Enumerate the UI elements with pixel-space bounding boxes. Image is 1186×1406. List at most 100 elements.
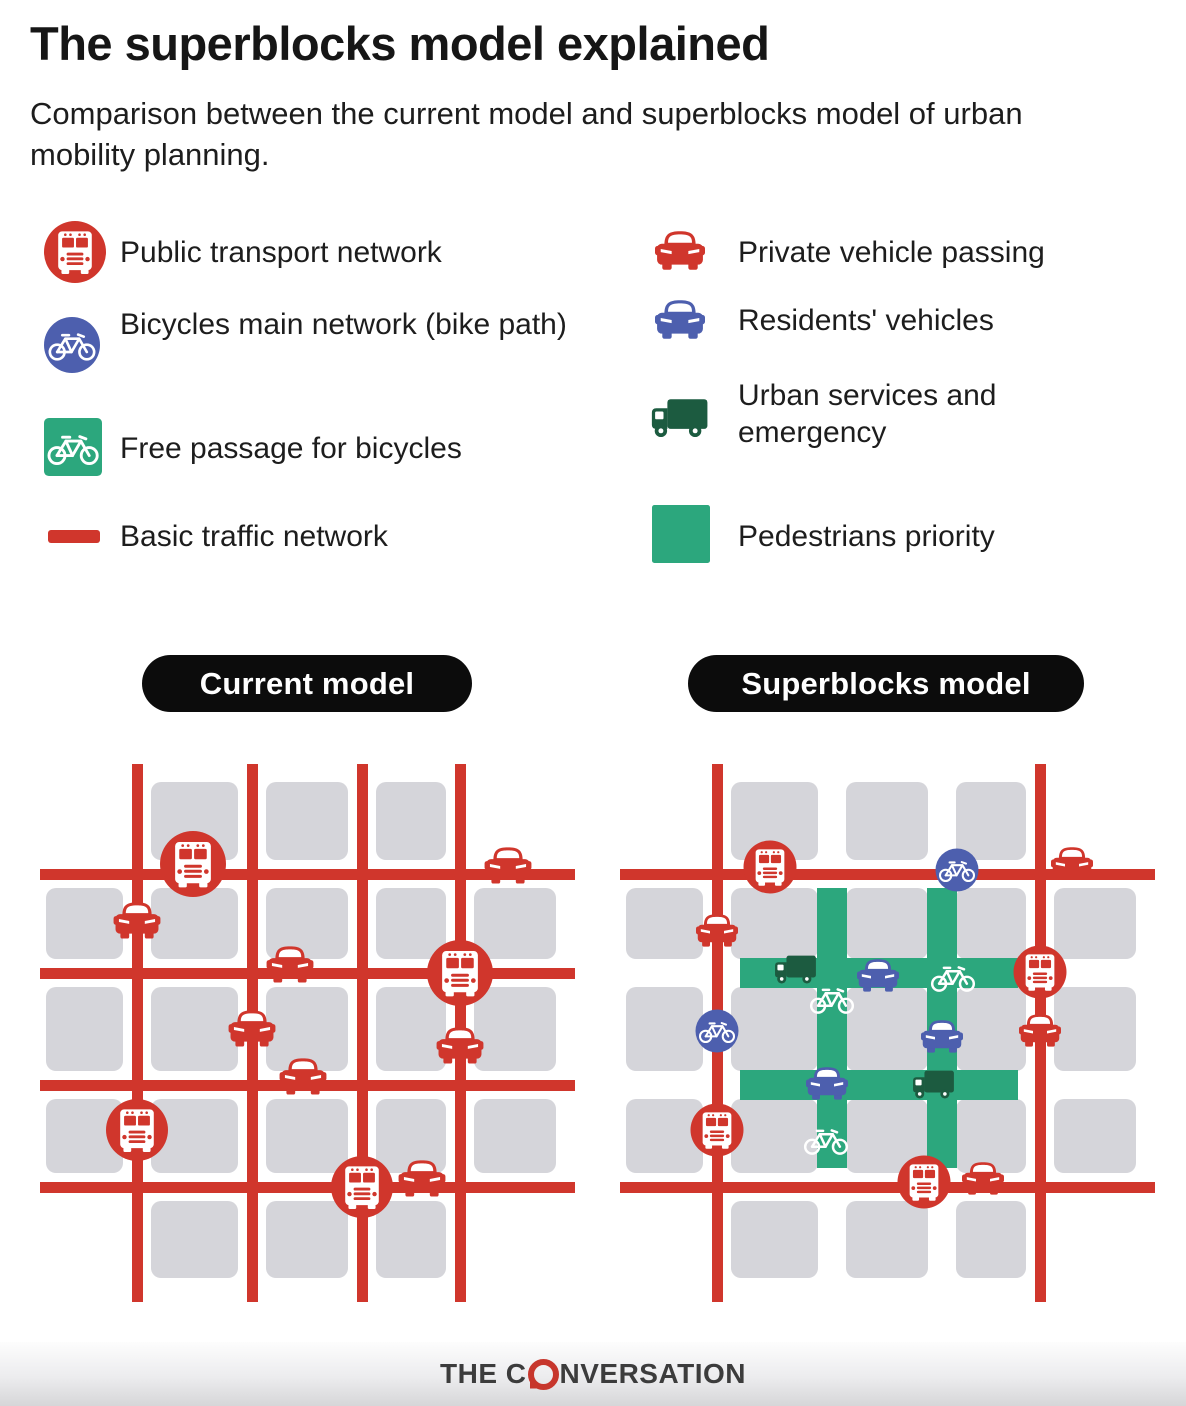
car-icon-red [436, 1025, 484, 1066]
truck-icon [772, 949, 818, 987]
badge-current-model: Current model [142, 655, 472, 712]
city-block [1054, 888, 1136, 959]
city-block [266, 1099, 348, 1173]
green-square-icon [652, 505, 710, 568]
legend-label-free-passage: Free passage for bicycles [120, 432, 462, 465]
car-icon-red [655, 228, 705, 277]
car-icon-red [1019, 1012, 1061, 1049]
city-block [731, 1099, 818, 1173]
street-green-horizontal [740, 1070, 1018, 1100]
city-block [376, 888, 446, 959]
car-icon-red [696, 912, 738, 949]
street-red-horizontal [40, 1181, 575, 1193]
city-block [956, 1099, 1026, 1173]
legend-label-bicycles-network: Bicycles main network (bike path) [120, 308, 567, 341]
street-green-vertical [817, 888, 847, 1168]
city-block [731, 987, 818, 1071]
bus-icon [44, 221, 106, 288]
car-icon-red [484, 845, 532, 886]
car-icon-red [1051, 845, 1093, 882]
legend-label-public-transport: Public transport network [120, 236, 442, 269]
city-block [956, 782, 1026, 860]
legend-label-pedestrians-priority: Pedestrians priority [738, 520, 995, 553]
bus-icon [1013, 945, 1067, 999]
city-block [376, 1099, 446, 1173]
truck-icon [910, 1064, 956, 1102]
bicycle-icon-white [803, 1124, 849, 1157]
street-red-vertical [131, 764, 143, 1302]
bicycle-icon-blue [44, 317, 100, 378]
bus-icon [427, 940, 493, 1006]
city-block [956, 888, 1026, 959]
bicycle-icon-white [809, 983, 855, 1016]
logo-text-left: THE C [440, 1358, 527, 1389]
bicycle-icon-green [44, 418, 102, 481]
city-block [266, 782, 348, 860]
city-block [956, 987, 1026, 1071]
city-block [376, 782, 446, 860]
city-block [266, 888, 348, 959]
bus-icon [331, 1156, 393, 1218]
bus-icon [743, 840, 797, 894]
city-block [376, 987, 446, 1071]
city-block [956, 1201, 1026, 1278]
city-block [151, 888, 238, 959]
bus-icon [897, 1155, 951, 1209]
car-icon-red [228, 1008, 276, 1049]
city-block [151, 1201, 238, 1278]
car-icon-blue [857, 957, 899, 994]
badge-superblocks-model: Superblocks model [688, 655, 1084, 712]
diagram-superblocks-model [620, 762, 1155, 1312]
city-block [474, 1099, 556, 1173]
truck-icon [648, 390, 710, 447]
city-block [846, 782, 928, 860]
city-block [846, 888, 928, 959]
city-block [1054, 987, 1136, 1071]
bus-icon [160, 831, 226, 897]
bicycle-icon-white [930, 961, 976, 994]
conversation-o-speech-bubble-icon: O [527, 1358, 559, 1390]
city-block [626, 888, 703, 959]
street-red-vertical [356, 764, 368, 1302]
street-red-horizontal [40, 868, 575, 880]
street-red-horizontal [620, 868, 1155, 880]
car-icon-blue [806, 1065, 848, 1102]
bus-icon [106, 1099, 168, 1161]
city-block [846, 987, 928, 1071]
city-block [474, 888, 556, 959]
legend-label-basic-traffic: Basic traffic network [120, 520, 388, 553]
car-icon-red [279, 1056, 327, 1097]
the-conversation-logo: THE CONVERSATION [440, 1358, 746, 1390]
city-block [846, 1201, 928, 1278]
city-block [474, 987, 556, 1071]
car-icon-red [962, 1160, 1004, 1197]
city-block [376, 1201, 446, 1278]
city-block [626, 987, 703, 1071]
car-icon-red [113, 900, 161, 941]
bicycle-icon-blue [695, 1009, 739, 1053]
car-icon-blue [655, 297, 705, 346]
city-block [731, 888, 818, 959]
page-subtitle: Comparison between the current model and… [30, 96, 1023, 172]
street-red-horizontal [620, 1181, 1155, 1193]
logo-text-right: NVERSATION [559, 1358, 746, 1389]
page-title: The superblocks model explained [30, 17, 770, 70]
diagram-current-model [40, 762, 575, 1312]
red-line-icon [48, 530, 100, 549]
footer-bar: THE CONVERSATION [0, 1342, 1186, 1406]
city-block [626, 1099, 703, 1173]
city-block [46, 987, 123, 1071]
legend-label-private-vehicle: Private vehicle passing [738, 236, 1045, 269]
city-block [266, 1201, 348, 1278]
car-icon-blue [921, 1018, 963, 1055]
bus-icon [690, 1103, 744, 1157]
legend-label-residents-vehicles: Residents' vehicles [738, 304, 994, 337]
car-icon-red [266, 944, 314, 985]
city-block [731, 1201, 818, 1278]
city-block [151, 987, 238, 1071]
city-block [1054, 1099, 1136, 1173]
car-icon-red [398, 1158, 446, 1199]
city-block [266, 987, 348, 1071]
city-block [46, 888, 123, 959]
